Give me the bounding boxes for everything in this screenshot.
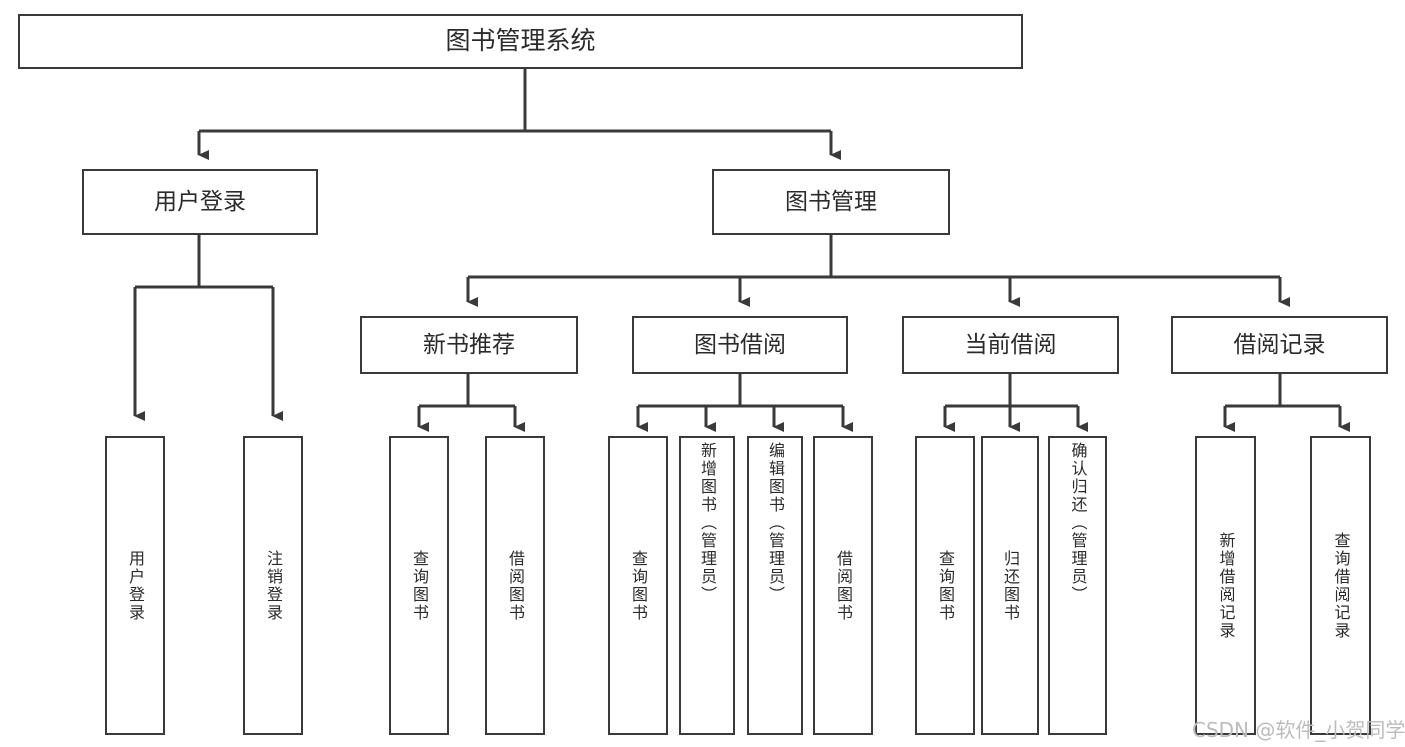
node-new-book-recommend[interactable]: 新书推荐 [360, 316, 578, 374]
node-label: 图书管理系统 [445, 26, 596, 56]
node-label: 用户登录 [154, 188, 246, 215]
node-current-borrow[interactable]: 当前借阅 [902, 316, 1119, 374]
node-label: 借阅图书 [506, 549, 525, 622]
node-label: 用户登录 [126, 549, 145, 622]
node-label: 编辑图书（管理员） [766, 442, 785, 604]
leaf-user-login[interactable]: 用户登录 [105, 436, 165, 735]
node-label: 图书管理 [785, 188, 877, 215]
leaf-confirm-return-admin[interactable]: 确认归还（管理员） [1048, 436, 1107, 735]
node-label: 借阅记录 [1233, 331, 1326, 358]
leaf-return-book[interactable]: 归还图书 [981, 436, 1039, 735]
leaf-add-book-admin[interactable]: 新增图书（管理员） [679, 436, 735, 735]
node-borrow-record[interactable]: 借阅记录 [1171, 316, 1388, 374]
node-book-borrow[interactable]: 图书借阅 [632, 316, 848, 374]
node-label: 注销登录 [264, 549, 283, 622]
leaf-edit-book-admin[interactable]: 编辑图书（管理员） [747, 436, 803, 735]
node-label: 归还图书 [1001, 549, 1020, 622]
node-root-system[interactable]: 图书管理系统 [18, 14, 1023, 69]
node-book-management[interactable]: 图书管理 [712, 169, 950, 235]
leaf-add-borrow-record[interactable]: 新增借阅记录 [1195, 436, 1256, 735]
node-label: 查询图书 [629, 549, 648, 622]
leaf-query-borrow-record[interactable]: 查询借阅记录 [1310, 436, 1371, 735]
leaf-logout[interactable]: 注销登录 [243, 436, 303, 735]
leaf-query-book-new[interactable]: 查询图书 [389, 436, 449, 735]
node-label: 借阅图书 [834, 549, 853, 622]
node-label: 查询借阅记录 [1331, 531, 1351, 640]
leaf-query-book-current[interactable]: 查询图书 [915, 436, 975, 735]
node-label: 图书借阅 [694, 331, 786, 358]
node-label: 查询图书 [936, 549, 955, 622]
leaf-query-book-borrow[interactable]: 查询图书 [608, 436, 668, 735]
csdn-watermark: CSDN @软件_小贺同学 [1192, 718, 1405, 742]
node-label: 查询图书 [410, 549, 429, 622]
node-user-login[interactable]: 用户登录 [82, 169, 318, 235]
node-label: 新书推荐 [423, 331, 515, 358]
leaf-borrow-book-new[interactable]: 借阅图书 [485, 436, 545, 735]
node-label: 确认归还（管理员） [1068, 442, 1088, 604]
node-label: 新增借阅记录 [1216, 531, 1236, 640]
node-label: 当前借阅 [964, 331, 1057, 358]
leaf-borrow-book[interactable]: 借阅图书 [813, 436, 873, 735]
node-label: 新增图书（管理员） [698, 442, 717, 604]
